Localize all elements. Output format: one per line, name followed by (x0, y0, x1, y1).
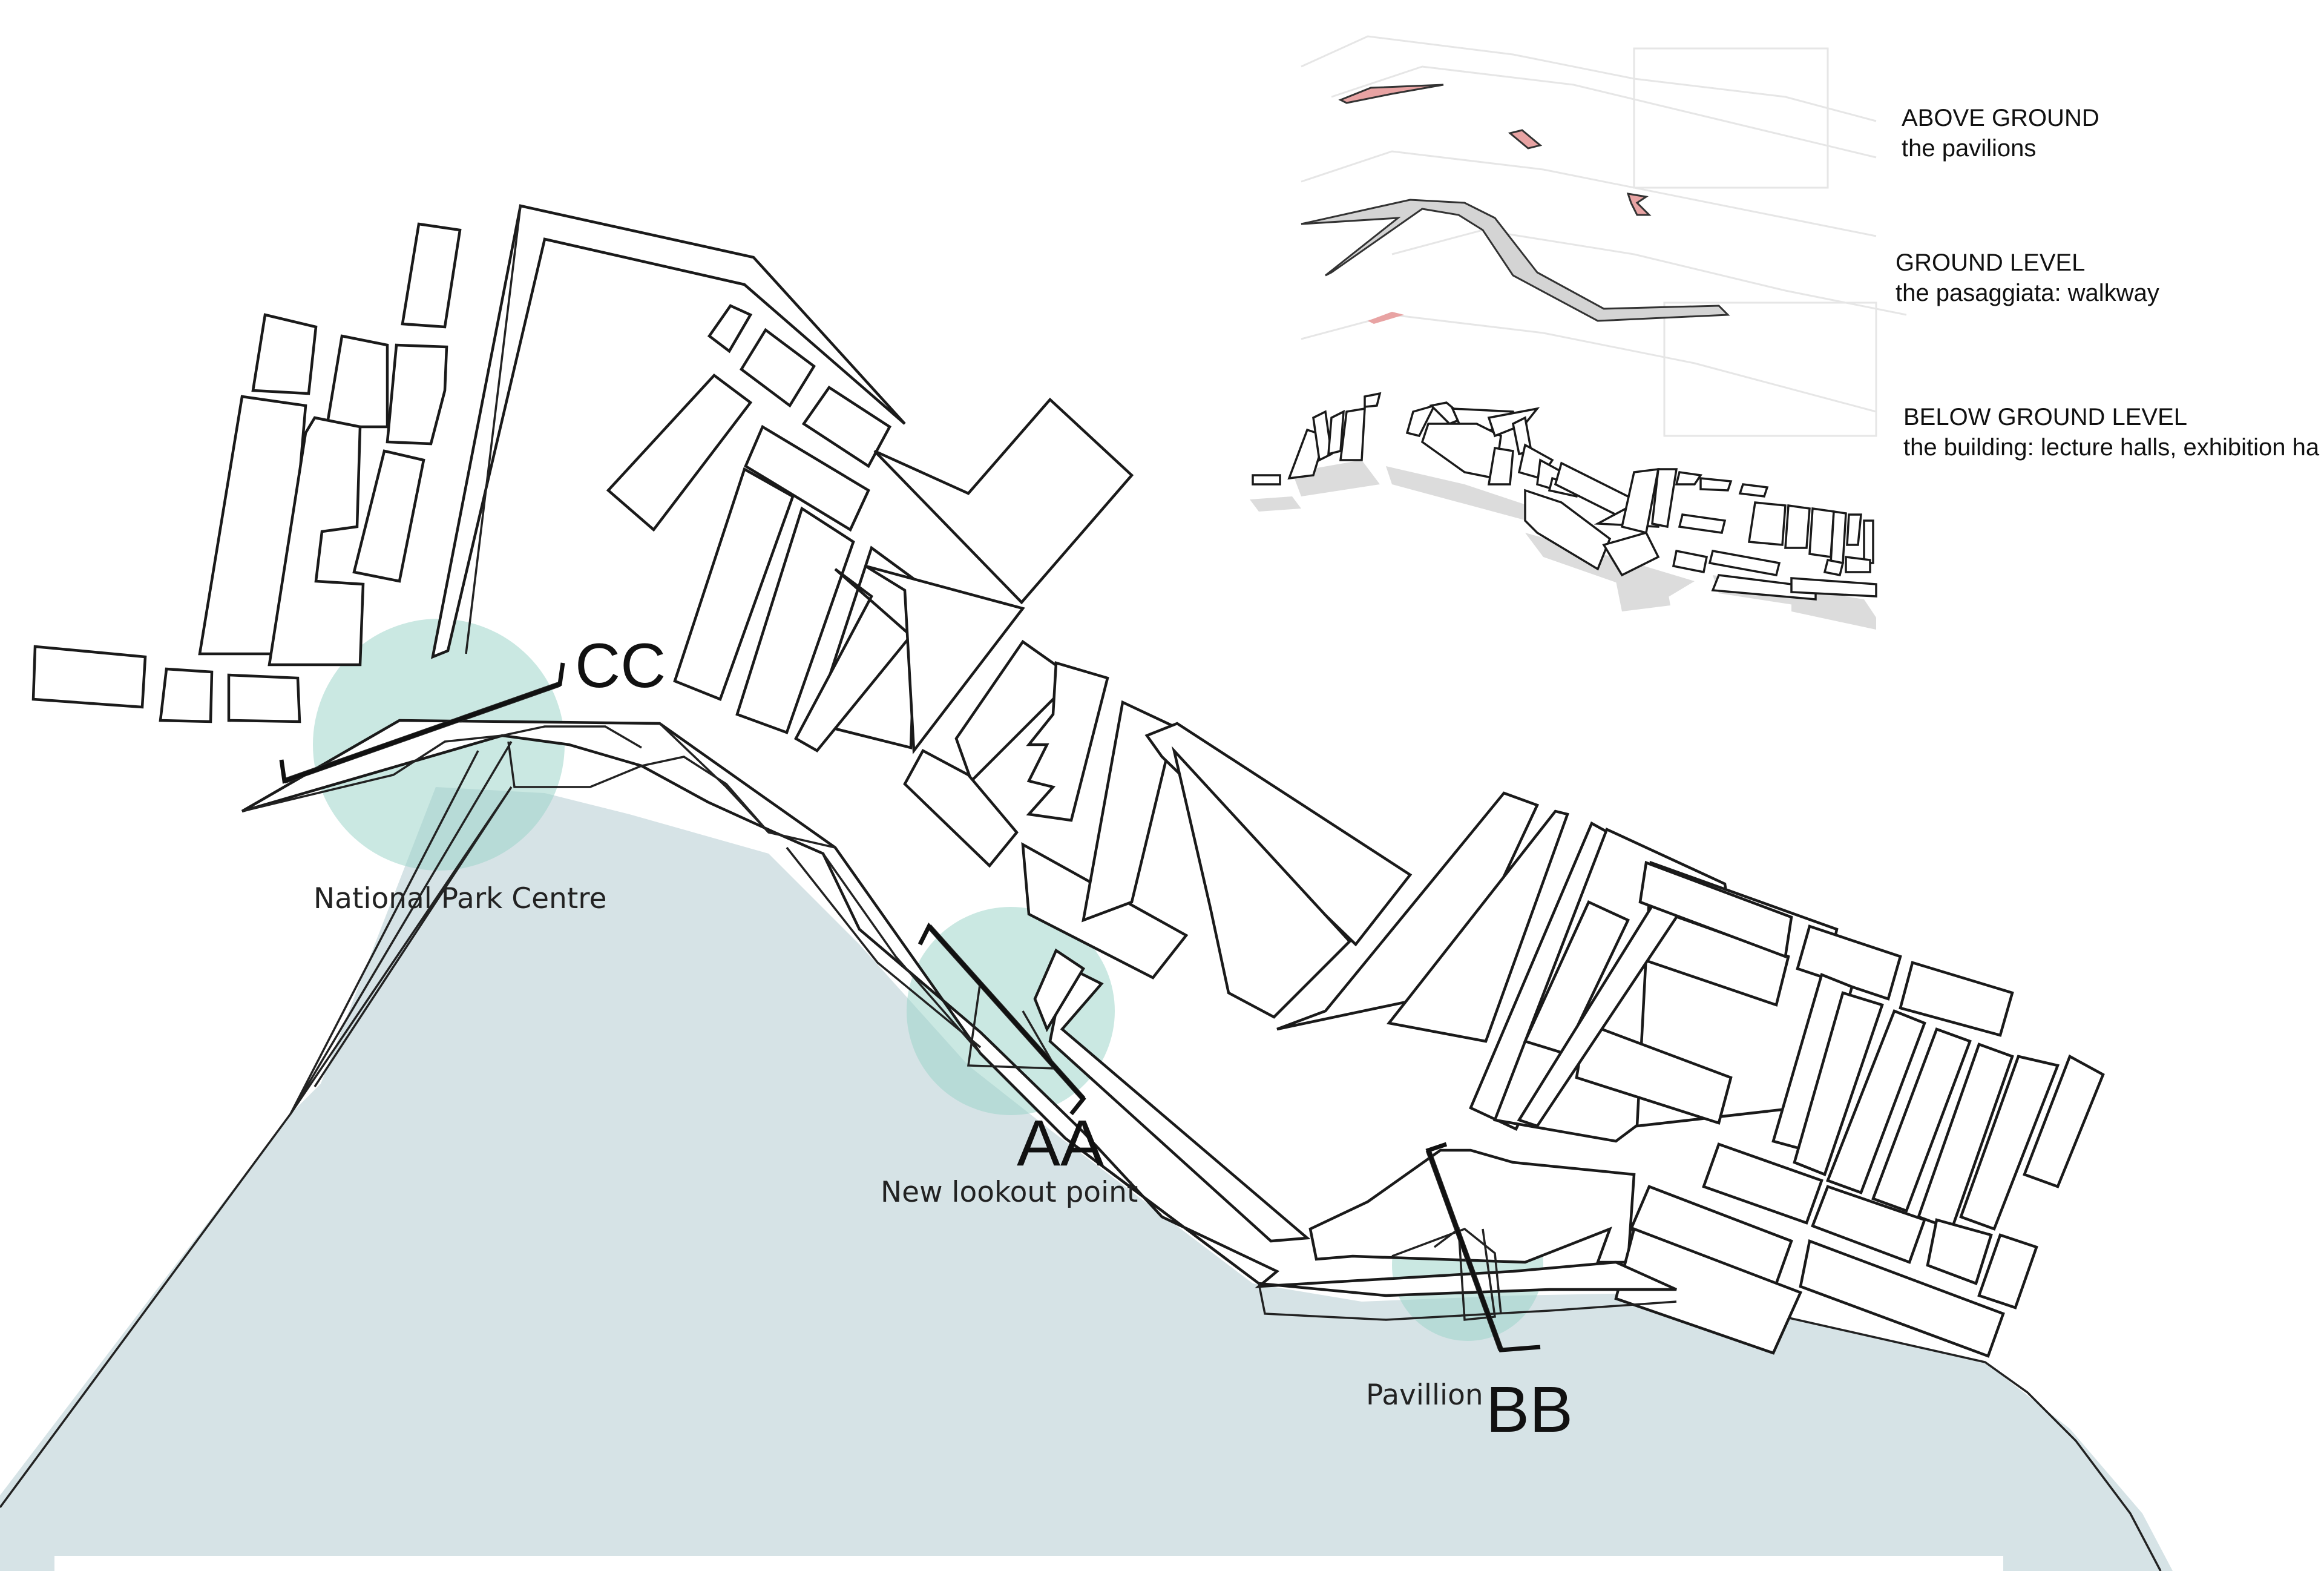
section-aa: AA (917, 922, 1104, 1179)
section-aa-label: AA (1017, 1106, 1104, 1179)
water-body (0, 787, 2173, 1571)
central-buildings (606, 304, 1413, 1243)
bottom-strip (54, 1556, 2003, 1571)
national-park-label: National Park Centre (313, 882, 606, 915)
legend-above-sub: the pavilions (1902, 135, 2036, 162)
lookout-label: New lookout point (881, 1176, 1138, 1209)
legend: ABOVE GROUND the pavilions GROUND LEVEL … (1896, 105, 2320, 461)
east-buildings (1276, 791, 2105, 1358)
legend-above-title: ABOVE GROUND (1902, 105, 2099, 131)
ground-level-walkway (1301, 199, 1730, 324)
pavilion-label: Pavillion (1366, 1378, 1483, 1412)
section-cc-label: CC (575, 631, 666, 701)
north-spine (431, 204, 906, 659)
legend-ground-title: GROUND LEVEL (1896, 249, 2085, 276)
legend-below-sub: the building: lecture halls, exhibition … (1903, 434, 2320, 461)
legend-ground-sub: the pasaggiata: walkway (1896, 280, 2159, 306)
below-ground-buildings (1250, 392, 1877, 630)
waterfront-walkway (241, 719, 1677, 1321)
above-ground-pavilions (1338, 84, 1652, 216)
west-buildings (31, 222, 462, 723)
legend-below-title: BELOW GROUND LEVEL (1903, 404, 2187, 430)
section-cc: CC (279, 631, 666, 784)
section-bb-label: BB (1486, 1372, 1573, 1446)
coastline (0, 1113, 2162, 1571)
section-bb: BB (1425, 1142, 1573, 1446)
axonometric-ghost-grid (1301, 35, 1907, 437)
spine-outer (465, 205, 522, 654)
